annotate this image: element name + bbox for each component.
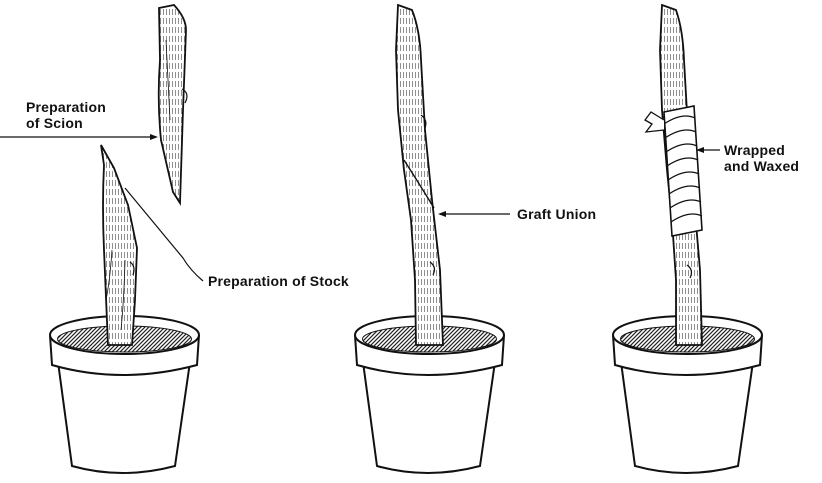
label-scion-line2: of Scion bbox=[26, 115, 106, 131]
label-preparation-of-stock: Preparation of Stock bbox=[208, 273, 349, 289]
label-wrapped-line1: Wrapped bbox=[724, 142, 799, 158]
leader-wrapped bbox=[696, 147, 720, 153]
scion-cutting bbox=[159, 5, 187, 203]
label-wrapped-and-waxed: Wrapped and Waxed bbox=[724, 142, 799, 174]
grafted-stem-middle bbox=[396, 5, 443, 345]
pot-left-body bbox=[58, 362, 190, 473]
label-preparation-of-scion: Preparation of Scion bbox=[26, 99, 106, 131]
label-wrapped-line2: and Waxed bbox=[724, 158, 799, 174]
leader-graft-union bbox=[438, 211, 510, 217]
label-scion-line1: Preparation bbox=[26, 99, 106, 115]
wrapping-tape bbox=[645, 106, 702, 236]
stock-left bbox=[101, 145, 137, 345]
label-graft-union: Graft Union bbox=[517, 206, 596, 222]
